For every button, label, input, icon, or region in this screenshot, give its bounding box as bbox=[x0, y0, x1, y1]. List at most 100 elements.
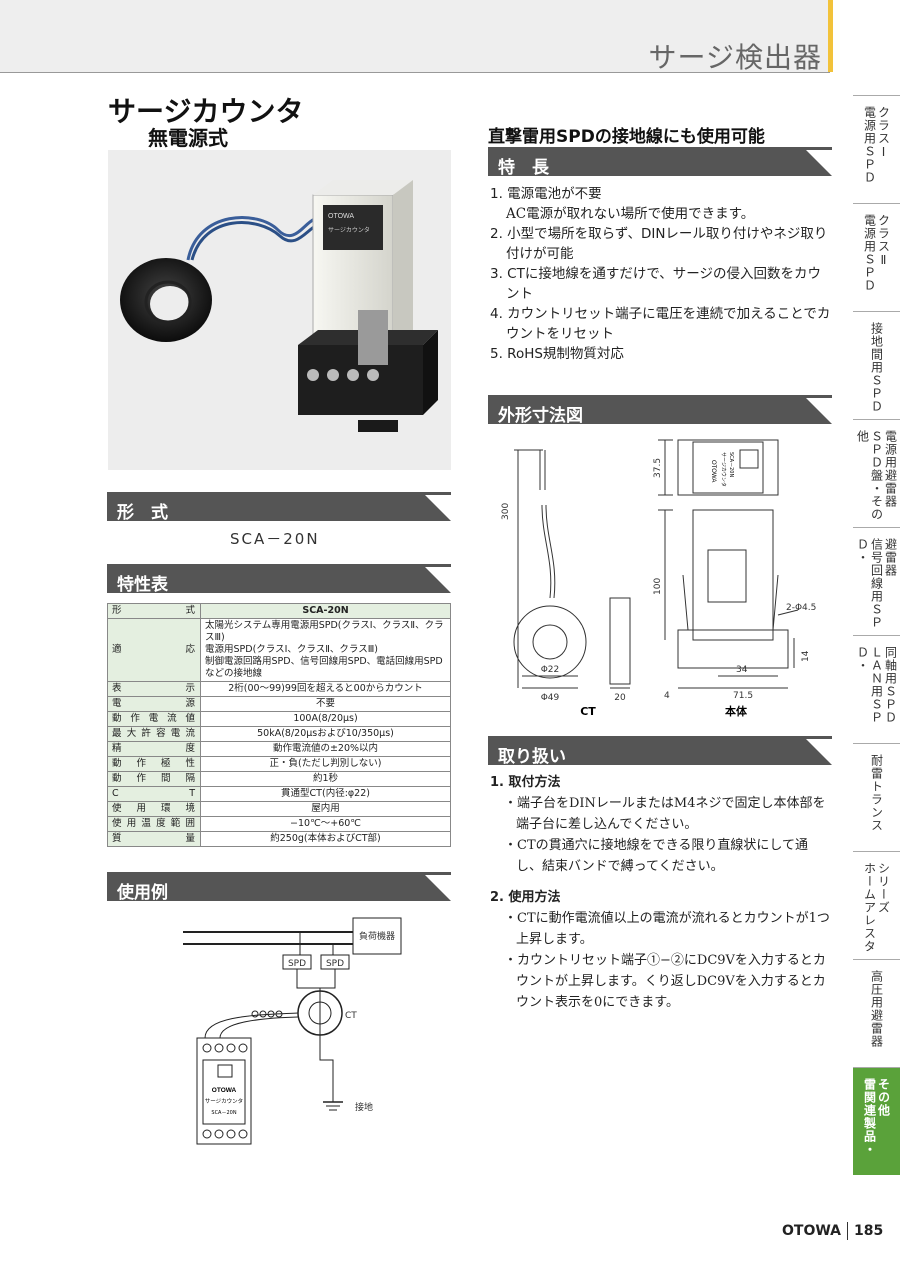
section-dimensions-header: 外形寸法図 bbox=[488, 395, 832, 426]
handling-bullet: ・CTの貫通穴に接地線をできる限り直線状にして通し、結束バンドで縛ってください。 bbox=[504, 838, 808, 874]
photo-brand: OTOWA bbox=[328, 213, 354, 220]
spec-value: 不要 bbox=[200, 696, 451, 712]
drawing-product-name: サージカウンタ bbox=[720, 452, 727, 487]
table-row: 使用温度範囲−10℃〜+60℃ bbox=[107, 816, 451, 832]
ct-label: CT bbox=[345, 1011, 357, 1021]
diagram-brand: OTOWA bbox=[212, 1087, 237, 1094]
section-handling-header: 取り扱い bbox=[488, 736, 832, 767]
dim-phi22: Φ22 bbox=[541, 665, 560, 675]
spec-header-row: 形 式 SCA-20N bbox=[107, 603, 451, 619]
section-form-header: 形 式 bbox=[107, 492, 451, 523]
side-tab-lightning-transformer[interactable]: 耐雷トランス bbox=[853, 743, 900, 851]
spec-value: −10℃〜+60℃ bbox=[200, 816, 451, 832]
spec-key: 動作極性 bbox=[107, 756, 201, 772]
spec-value: 2桁(00〜99)99回を超えると00からカウント bbox=[200, 681, 451, 697]
section-features-header: 特 長 bbox=[488, 147, 832, 178]
spec-value: 50kA(8/20μsおよび10/350μs) bbox=[200, 726, 451, 742]
handling-subheading: 1. 取付方法 bbox=[490, 775, 561, 790]
spec-key: 表 示 bbox=[107, 681, 201, 697]
spec-key: 質 量 bbox=[107, 831, 201, 847]
handling-bullet: ・端子台をDINレールまたはM4ネジで固定し本体部を端子台に差し込んでください。 bbox=[504, 796, 826, 832]
diagram-model: SCA－20N bbox=[211, 1110, 236, 1116]
table-row: 動作間隔約1秒 bbox=[107, 771, 451, 787]
footer-separator bbox=[847, 1222, 849, 1240]
spec-value: 太陽光システム専用電源用SPD(クラスⅠ、クラスⅡ、クラスⅢ) 電源用SPD(ク… bbox=[200, 618, 451, 682]
spec-value-line: 太陽光システム専用電源用SPD(クラスⅠ、クラスⅡ、クラスⅢ) bbox=[205, 620, 444, 643]
dim-37-5: 37.5 bbox=[653, 458, 663, 478]
spec-value: 屋内用 bbox=[200, 801, 451, 817]
header-band bbox=[0, 0, 830, 72]
feature-item: 2. 小型で場所を取らず、DINレール取り付けやネジ取り付けが可能 bbox=[490, 226, 828, 262]
spd-label: SPD bbox=[326, 959, 344, 969]
side-tab-label: 接地間用ＳＰＤ bbox=[869, 322, 884, 413]
handling-subheading: 2. 使用方法 bbox=[490, 890, 561, 905]
table-row: 動作極性正・負(ただし判別しない) bbox=[107, 756, 451, 772]
side-tab-related-products-active[interactable]: 雷関連製品・その他 bbox=[853, 1067, 900, 1175]
category-title: サージ検出器 bbox=[648, 41, 822, 74]
dim-300: 300 bbox=[501, 503, 511, 520]
spec-table: 形 式 SCA-20N 適 応 太陽光システム専用電源用SPD(クラスⅠ、クラス… bbox=[107, 603, 451, 847]
feature-item: 3. CTに接地線を通すだけで、サージの侵入回数をカウント bbox=[490, 266, 822, 302]
spec-header-key: 形 式 bbox=[107, 603, 201, 619]
feature-item-detail: AC電源が取れない場所で使用できます。 bbox=[506, 206, 755, 222]
table-row: 電 源不要 bbox=[107, 696, 451, 712]
spec-key: 電 源 bbox=[107, 696, 201, 712]
side-tab-label: 雷関連製品・ bbox=[862, 1078, 877, 1156]
side-tab-label: ＳＰＤ盤・その他 bbox=[855, 430, 884, 521]
spec-key: 適 応 bbox=[107, 618, 201, 682]
right-heading: 直撃雷用SPDの接地線にも使用可能 bbox=[488, 127, 765, 147]
side-tab-spd-panel[interactable]: ＳＰＤ盤・その他電源用避雷器 bbox=[853, 419, 900, 527]
spec-value: 動作電流値の±20%以内 bbox=[200, 741, 451, 757]
side-tab-label: シリーズ bbox=[876, 862, 891, 914]
dim-phi49: Φ49 bbox=[541, 693, 560, 703]
form-value: SCA－20N bbox=[230, 530, 320, 548]
spec-value-line: 制御電源回路用SPD、信号回線用SPD、電話回線用SPD bbox=[205, 656, 443, 667]
side-tab-label: 同軸用ＳＰＤ bbox=[883, 646, 898, 724]
side-tab-lan-spd[interactable]: ＬＡＮ用ＳＰＤ・同軸用ＳＰＤ bbox=[853, 635, 900, 743]
table-row: 質 量約250g(本体およびCT部) bbox=[107, 831, 451, 847]
spec-key: 使用温度範囲 bbox=[107, 816, 201, 832]
side-tab-label: 電源用ＳＰＤ bbox=[862, 106, 877, 184]
side-tab-high-voltage-arrester[interactable]: 高圧用避雷器 bbox=[853, 959, 900, 1067]
header-divider bbox=[0, 72, 830, 73]
dim-100: 100 bbox=[653, 578, 663, 595]
spec-key: 動作電流値 bbox=[107, 711, 201, 727]
handling-content: 1. 取付方法 ・端子台をDINレールまたはM4ネジで固定し本体部を端子台に差し… bbox=[490, 772, 832, 1013]
dimension-drawing: 300 Φ22 Φ49 20 CT 37.5 100 2-Φ4.5 14 34 … bbox=[501, 439, 816, 718]
dim-71-5: 71.5 bbox=[733, 691, 753, 701]
section-dimensions-label: 外形寸法図 bbox=[498, 406, 583, 426]
spec-value: 100A(8/20μs) bbox=[200, 711, 451, 727]
spec-value: 約250g(本体およびCT部) bbox=[200, 831, 451, 847]
footer-brand: OTOWA bbox=[782, 1223, 842, 1239]
side-tab-ground-spd[interactable]: 接地間用ＳＰＤ bbox=[853, 311, 900, 419]
dim-20: 20 bbox=[614, 693, 626, 703]
product-photo-illustration: OTOWA サージカウンタ bbox=[120, 180, 438, 432]
spec-key: 使用環境 bbox=[107, 801, 201, 817]
side-tab-label: ホームアレスタ bbox=[862, 862, 877, 953]
photo-label: サージカウンタ bbox=[328, 226, 370, 234]
spec-value: 約1秒 bbox=[200, 771, 451, 787]
table-row: 精 度動作電流値の±20%以内 bbox=[107, 741, 451, 757]
product-photo: OTOWA サージカウンタ bbox=[108, 150, 451, 470]
side-tab-label: 信号回線用ＳＰＤ・ bbox=[855, 538, 884, 629]
header-accent-bar bbox=[828, 0, 833, 72]
side-tab-signal-spd[interactable]: 信号回線用ＳＰＤ・避雷器 bbox=[853, 527, 900, 635]
section-spec-header: 特性表 bbox=[107, 564, 451, 595]
table-row: 適 応 太陽光システム専用電源用SPD(クラスⅠ、クラスⅡ、クラスⅢ) 電源用S… bbox=[107, 618, 451, 682]
spec-key: 最大許容電流 bbox=[107, 726, 201, 742]
spec-value: 貫通型CT(内径:φ22) bbox=[200, 786, 451, 802]
section-features-label: 特 長 bbox=[498, 158, 549, 178]
side-tab-label: 電源用避雷器 bbox=[883, 430, 898, 508]
section-handling-label: 取り扱い bbox=[498, 747, 566, 767]
spec-header-value: SCA-20N bbox=[200, 603, 451, 619]
handling-bullet: ・カウントリセット端子①−②にDC9Vを入力するとカウントが上昇します。くり返し… bbox=[504, 953, 826, 1010]
feature-item: 4. カウントリセット端子に電圧を連続で加えることでカウントをリセット bbox=[490, 306, 831, 342]
side-tab-home-arrester[interactable]: ホームアレスタシリーズ bbox=[853, 851, 900, 959]
